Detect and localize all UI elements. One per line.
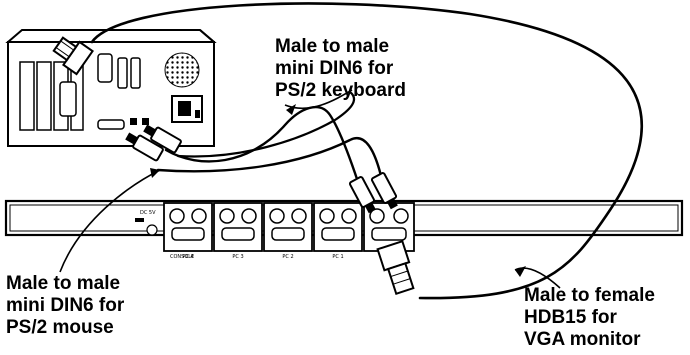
arrow-icon — [150, 168, 160, 178]
mouse-leader — [59, 169, 161, 273]
mouse-cable — [156, 137, 384, 182]
ps2-plug-keyboard-kvm — [348, 176, 376, 214]
mouse-cable-label: Male to male mini DIN6 for PS/2 mouse — [6, 273, 124, 339]
label-line: Male to male — [275, 36, 390, 57]
kvm-port-pc2: PC 2 — [263, 202, 313, 260]
arrow-icon — [515, 266, 526, 277]
dc-power-jack — [146, 224, 158, 236]
ps2-plug-mouse-kvm — [370, 172, 398, 210]
pc-rear-panel — [5, 29, 217, 147]
keyboard-cable-label: Male to male mini DIN6 for PS/2 keyboard — [275, 36, 406, 102]
port-label: PC 4 — [182, 254, 193, 260]
arrow-icon — [286, 104, 296, 115]
vga-cable — [90, 2, 643, 300]
label-line: HDB15 for — [524, 307, 617, 328]
label-line: PS/2 mouse — [6, 317, 114, 338]
port-label: PC 1 — [332, 254, 343, 260]
ps2-plug-mouse-pc — [125, 132, 164, 162]
port-label: PC 2 — [282, 254, 293, 260]
vga-cable-label: Male to female HDB15 for VGA monitor — [524, 285, 655, 351]
ps2-plug-keyboard-pc — [143, 124, 182, 154]
keyboard-cable-return — [176, 90, 356, 158]
label-line: mini DIN6 for — [6, 295, 125, 316]
console-marking: CONSOLE — [170, 254, 194, 260]
power-marking: DC 5V — [140, 210, 156, 216]
label-line: PS/2 keyboard — [275, 80, 406, 101]
usb-port — [130, 57, 141, 89]
serial-port — [97, 53, 113, 83]
kvm-port-pc4: PC 4 — [163, 202, 213, 260]
vga-plug-pc — [52, 36, 94, 76]
kvm-port-pc1: PC 1 — [313, 202, 363, 260]
vga-plug-kvm — [376, 239, 415, 295]
port-label: PC 3 — [232, 254, 243, 260]
ps2-mouse-port — [130, 118, 137, 125]
fan-grille — [164, 52, 200, 88]
label-line: Male to male — [6, 273, 121, 294]
label-line: mini DIN6 for — [275, 58, 394, 79]
cables — [90, 2, 643, 300]
parallel-port — [97, 119, 125, 130]
vga-port — [59, 81, 77, 117]
kvm-port-pc3: PC 3 — [213, 202, 263, 260]
dc-jack-marker — [135, 218, 144, 222]
label-line: Male to female — [524, 285, 655, 306]
label-line: VGA monitor — [524, 329, 641, 350]
power-socket — [171, 95, 203, 123]
ps2-keyboard-port — [142, 118, 149, 125]
usb-port — [117, 57, 128, 89]
